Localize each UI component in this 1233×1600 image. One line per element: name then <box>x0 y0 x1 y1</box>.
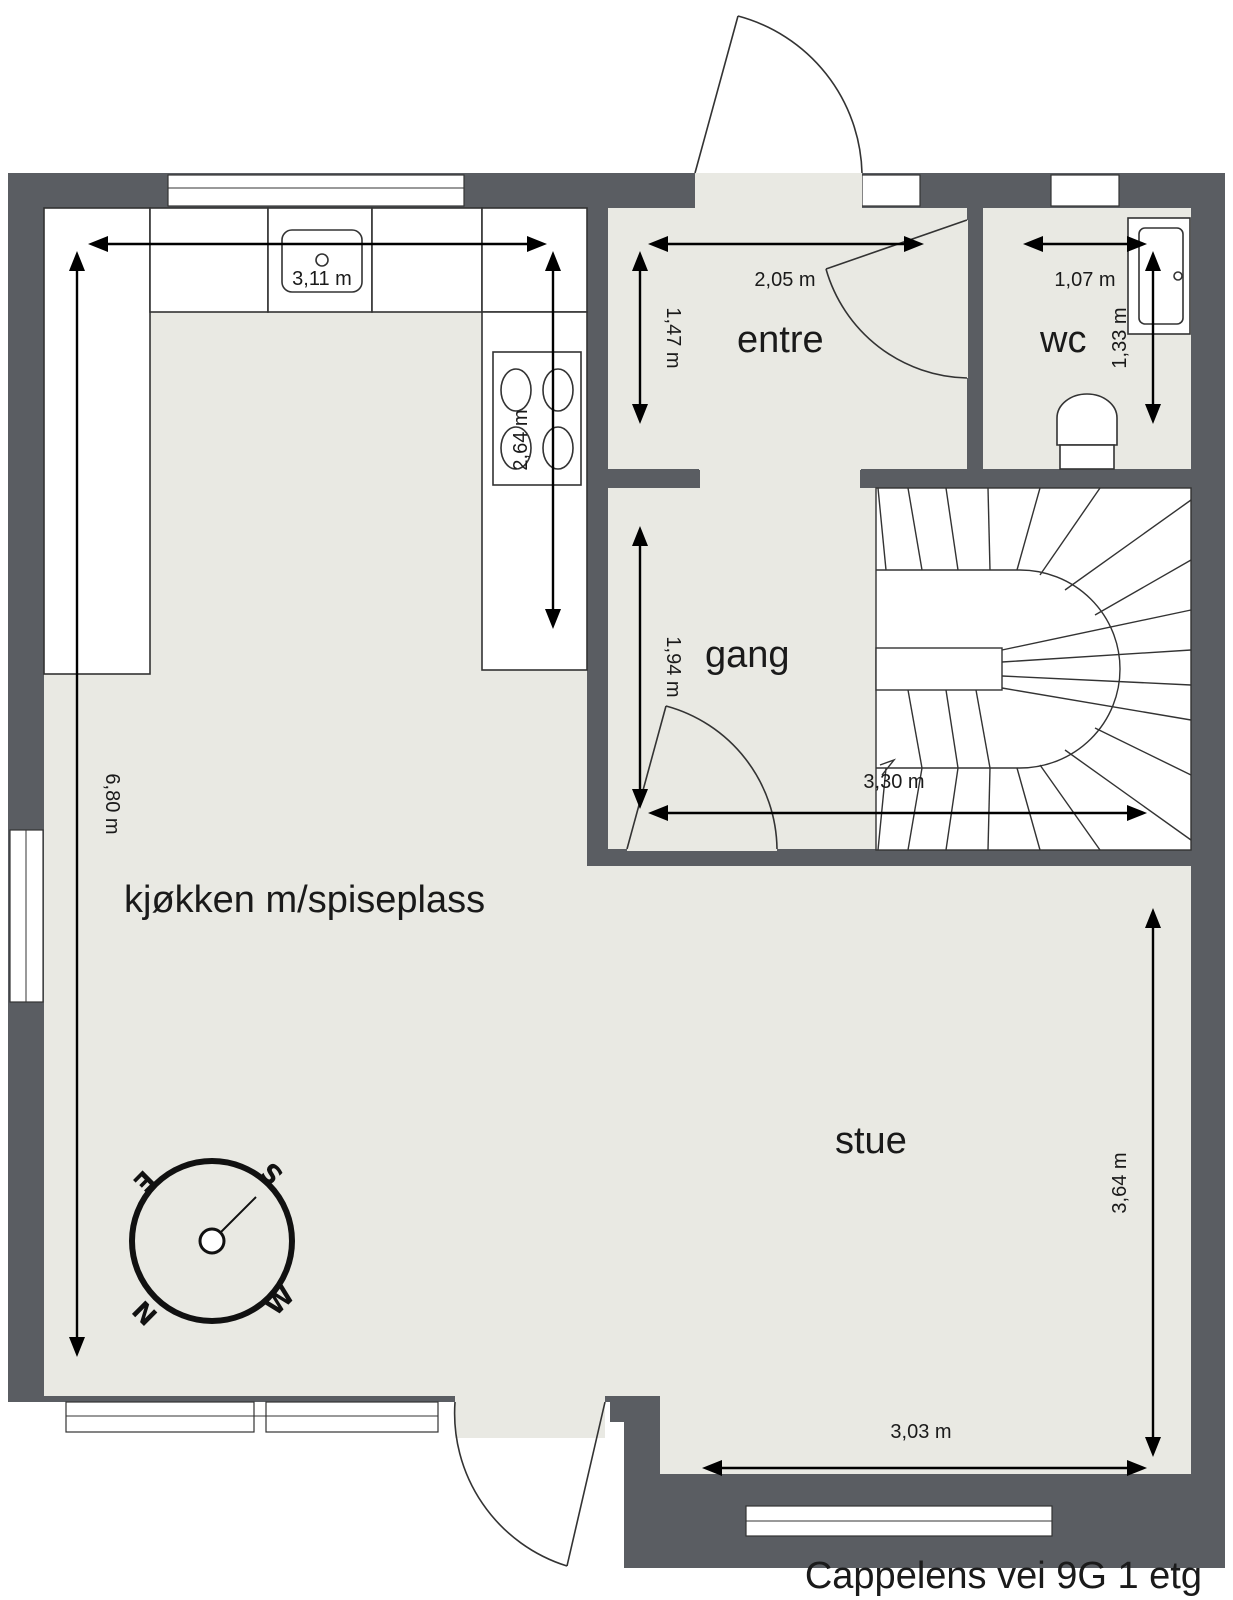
dim-kitchen-width: 3,11 m <box>292 268 352 290</box>
interior-walls <box>587 208 1191 866</box>
dim-entre-width: 2,05 m <box>754 269 815 291</box>
toilet <box>1056 393 1118 446</box>
room-label-stue: stue <box>835 1120 907 1162</box>
room-label-gang: gang <box>705 634 790 676</box>
room-labels: kjøkken m/spiseplass entre wc gang stue <box>124 319 1086 1162</box>
kitchen-counters <box>43 207 588 675</box>
plan-caption: Cappelens vei 9G 1 etg <box>805 1555 1202 1597</box>
dim-stue-depth: 3,64 m <box>1109 1152 1131 1213</box>
compass-ring <box>129 1158 295 1324</box>
window-bottom-kitchen-1 <box>65 1401 255 1433</box>
dim-kitchen-counter: 2,64 m <box>510 409 532 470</box>
dim-kitchen-length: 6,80 m <box>101 773 123 834</box>
dim-gang-depth: 1,94 m <box>662 636 684 697</box>
dim-wc-width: 1,07 m <box>1054 269 1115 291</box>
doors <box>453 15 968 1567</box>
window-top-entre <box>861 174 921 207</box>
window-bottom-kitchen-2 <box>265 1401 439 1433</box>
dimension-labels: 3,11 m 2,64 m 6,80 m 2,05 m 1,47 m 1,07 … <box>101 268 1131 1443</box>
windows <box>9 174 1120 1537</box>
dim-entre-depth: 1,47 m <box>662 307 684 368</box>
floor-areas <box>44 189 1191 1474</box>
room-label-entre: entre <box>737 319 824 361</box>
window-top-wc <box>1050 174 1120 207</box>
dim-wc-depth: 1,33 m <box>1109 307 1131 368</box>
room-label-kitchen: kjøkken m/spiseplass <box>124 879 485 921</box>
window-top-kitchen <box>167 174 465 207</box>
dim-stue-width: 3,03 m <box>890 1421 951 1443</box>
wc-fixtures <box>1056 217 1191 470</box>
dim-gang-width: 3,30 m <box>863 771 924 793</box>
staircase <box>875 487 1192 851</box>
room-label-wc: wc <box>1039 319 1086 361</box>
dimension-lines <box>69 236 1161 1476</box>
